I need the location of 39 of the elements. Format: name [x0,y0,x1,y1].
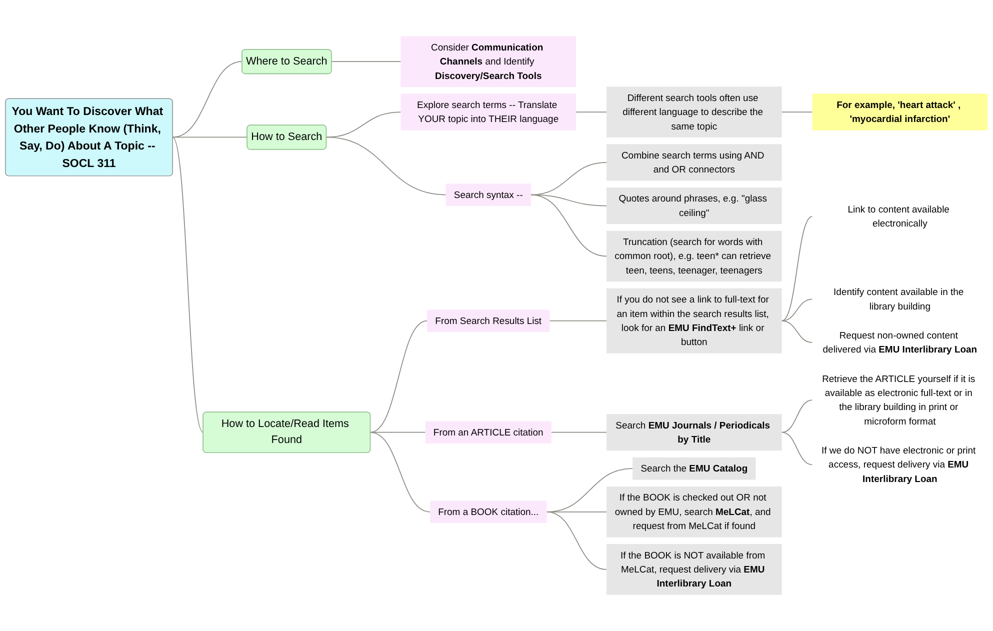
connector [172,136,248,138]
node-box: If the BOOK is checked out OR not owned by EMU, search MeLCat, and request from MeLCat if found [606,486,782,538]
node-text: Identify content available in the library building [834,286,964,312]
node-box: Search EMU Journals / Periodicals by Title [606,414,782,451]
connector [781,320,813,343]
connector [370,432,430,512]
connector [530,162,607,196]
connector [781,216,813,322]
node-text: Link to content available electronically [848,204,950,229]
connector [549,320,607,322]
connector [781,432,813,466]
node-box: Search the EMU Catalog [632,457,756,480]
node-box: Truncation (search for words with common root), e.g. teen* can retrieve teen, teens, teenager, teenagers [606,230,782,282]
connector [530,194,607,257]
connector [330,61,402,62]
node-text: Retrieve the ARTICLE yourself if it is available as electronic full-text or in the library building in print or microform format [822,372,976,426]
node-box: From Search Results List [427,310,550,332]
node-box: If you do not see a link to full-text for an item within the search results list, look for an EMU FindText+ link or button [606,288,782,354]
connector [172,136,204,433]
node-text: If we do NOT have electronic or print access, request delivery via EMU Interlibrary Loan [822,444,976,484]
node-text: Request non-owned content delivered via EMU Interlibrary Loan [822,330,978,355]
node-box: From a BOOK citation... [430,500,547,524]
connector [370,320,428,433]
connector [326,136,446,196]
node-box: Quotes around phrases, e.g. "glass ceiling" [606,187,782,224]
node-box: Explore search terms -- Translate YOUR topic into THEIR language [400,94,576,130]
connector [326,112,402,138]
node-box: From an ARTICLE citation [425,421,552,444]
node-box: Search syntax -- [446,184,531,206]
node-box: For example, 'heart attack' , 'myocardial infarction' [812,94,988,130]
node-box: Combine search terms using AND and OR connectors [606,144,782,181]
node-box: Different search tools often use different language to describe the same topic [606,86,782,138]
connector [781,298,813,322]
connector [546,511,607,570]
connector [172,61,242,138]
connector [551,432,607,433]
connector [781,400,813,433]
node-box: If the BOOK is NOT available from MeLCat, request delivery via EMU Interlibrary Loan [606,544,782,595]
node-box: Consider Communication Channels and Identify Discovery/Search Tools [400,36,576,87]
